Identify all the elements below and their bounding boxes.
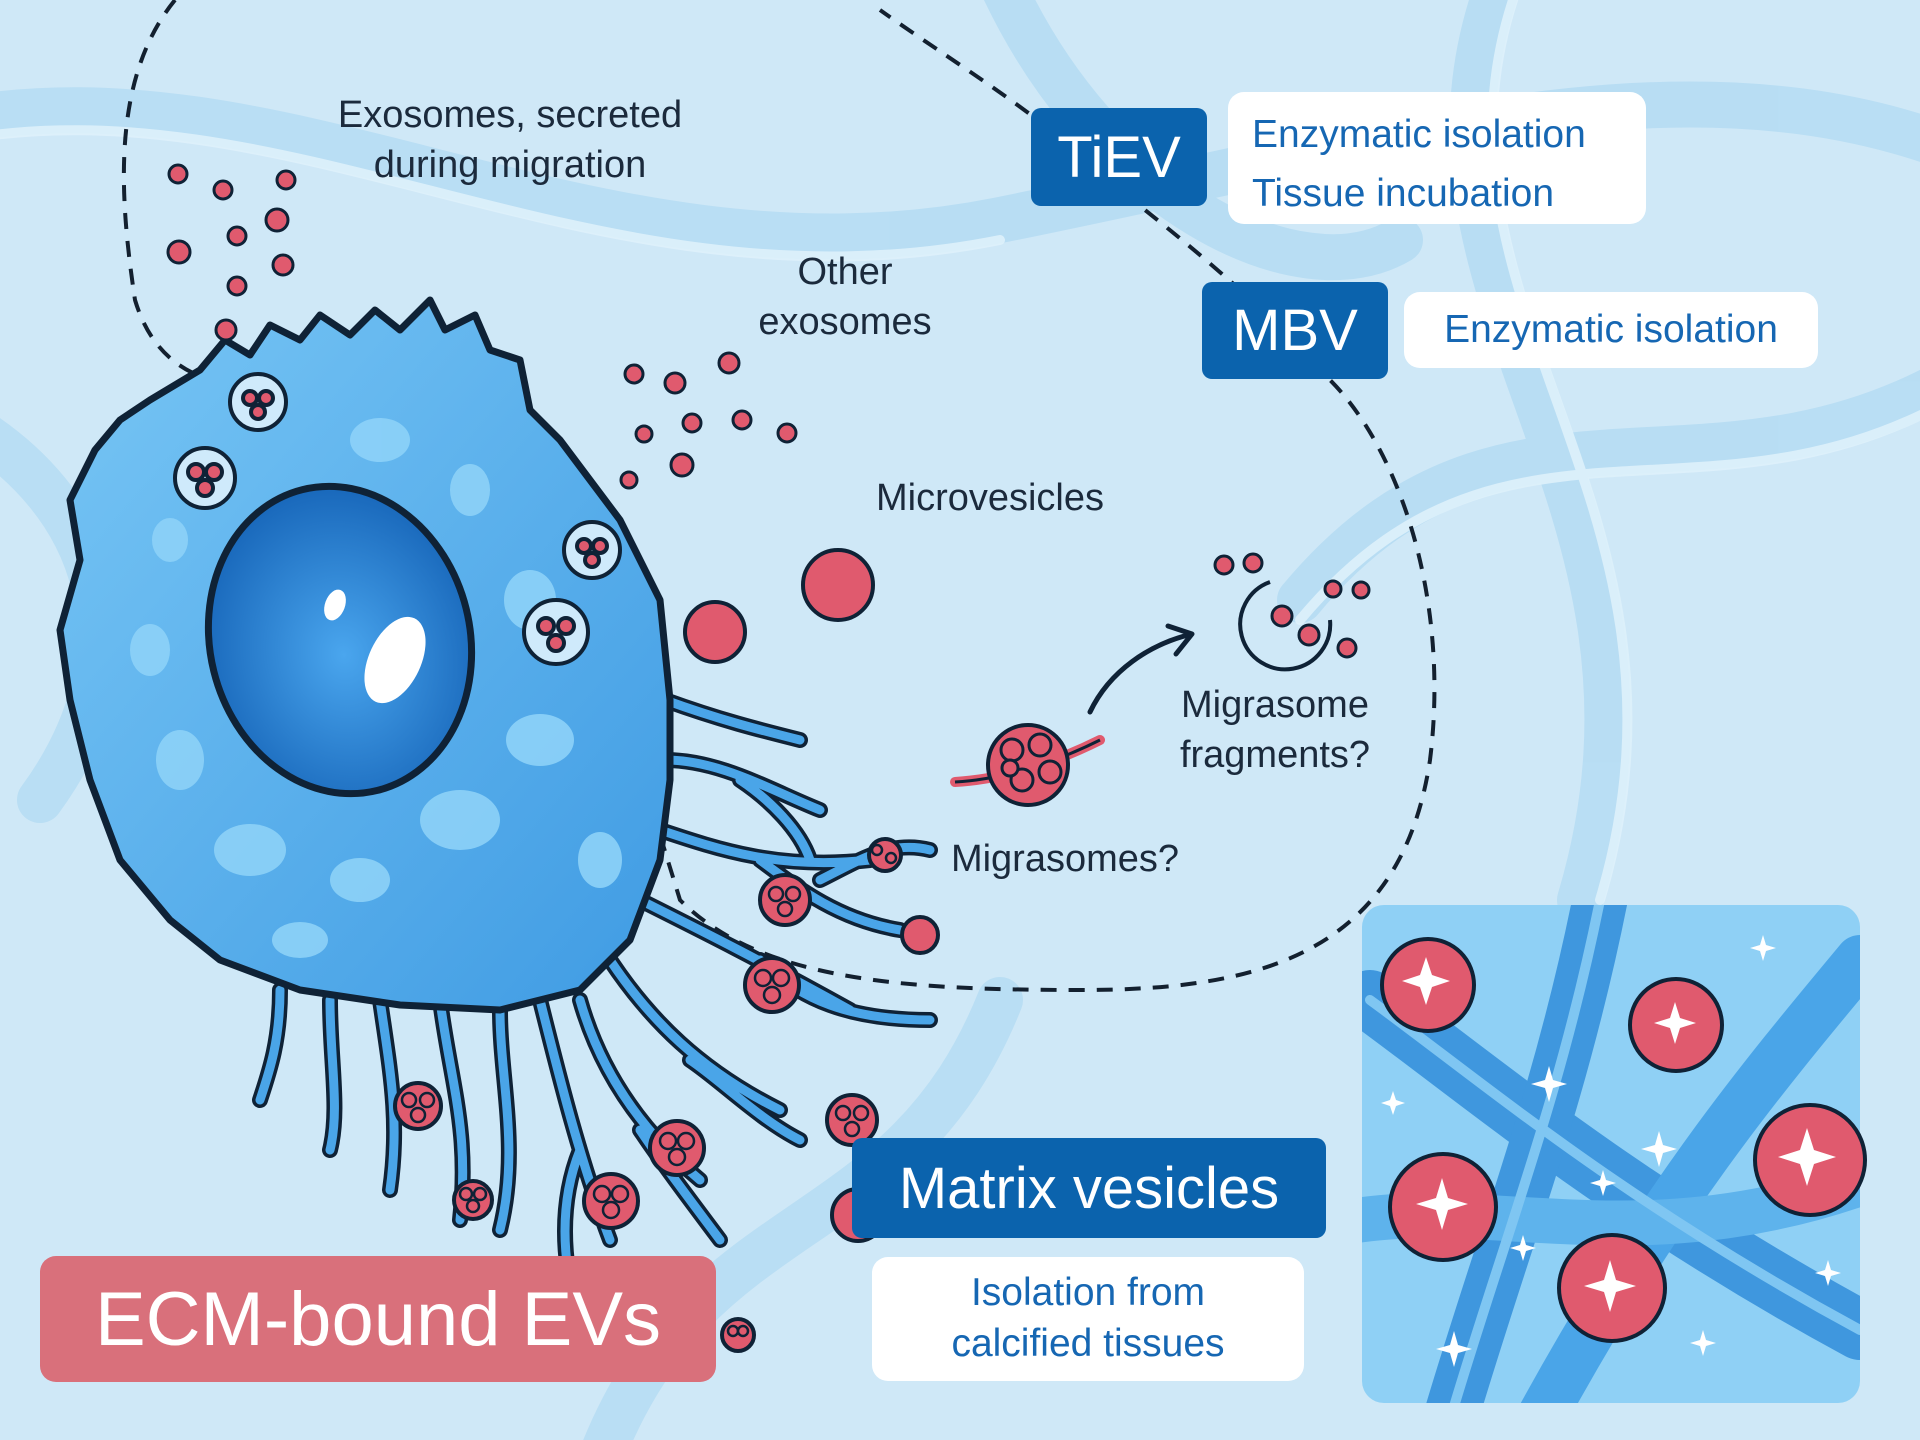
cytoplasm-spots [130, 418, 622, 958]
matrix-vesicles-method-box: Isolation from calcified tissues [872, 1257, 1304, 1381]
tiev-methods-box: Enzymatic isolation Tissue incubation [1228, 92, 1646, 224]
diagram-title: ECM-bound EVs [40, 1256, 716, 1382]
label-exosomes-migration: Exosomes, secreted during migration [300, 90, 720, 190]
label-exosomes-migration-line2: during migration [373, 144, 647, 187]
tiev-tag: TiEV [1031, 108, 1207, 206]
migrasome [950, 723, 1105, 807]
matrix-method-line2: calcified tissues [951, 1322, 1225, 1365]
dashed-boundary [121, 0, 1437, 993]
label-other-exosomes-line2: exosomes [758, 301, 932, 344]
label-migrasome-fragments-line2: fragments? [1179, 734, 1371, 777]
mbv-method-box: Enzymatic isolation [1404, 292, 1818, 368]
label-migrasome-fragments-line1: Migrasome [1181, 684, 1369, 726]
tiev-method-enzymatic: Enzymatic isolation [1252, 113, 1586, 156]
calcified-tissue-inset [1362, 905, 1867, 1403]
matrix-vesicles-tag: Matrix vesicles [852, 1138, 1326, 1238]
microvesicle [801, 548, 875, 622]
mbv-tag: MBV [1202, 282, 1388, 379]
nucleus [204, 482, 476, 798]
secreted-exosomes [166, 163, 297, 342]
label-other-exosomes-line1: Other [797, 251, 893, 293]
matrix-method-line1: Isolation from [970, 1271, 1206, 1315]
crystal-stars [1381, 935, 1841, 1367]
other-exosomes [619, 351, 798, 490]
budding-microvesicle [683, 600, 747, 664]
fragmentation-arrow [1087, 632, 1191, 715]
label-other-exosomes: Other exosomes [730, 247, 960, 347]
label-microvesicles: Microvesicles [875, 477, 1105, 519]
multivesicular-bodies [173, 372, 622, 666]
label-migrasome-fragments: Migrasome fragments? [1150, 680, 1400, 780]
tiev-method-incubation: Tissue incubation [1252, 171, 1555, 215]
label-migrasomes: Migrasomes? [950, 838, 1180, 880]
migrasome-fragments [1213, 552, 1371, 672]
label-exosomes-migration-line1: Exosomes, secreted [337, 94, 683, 136]
